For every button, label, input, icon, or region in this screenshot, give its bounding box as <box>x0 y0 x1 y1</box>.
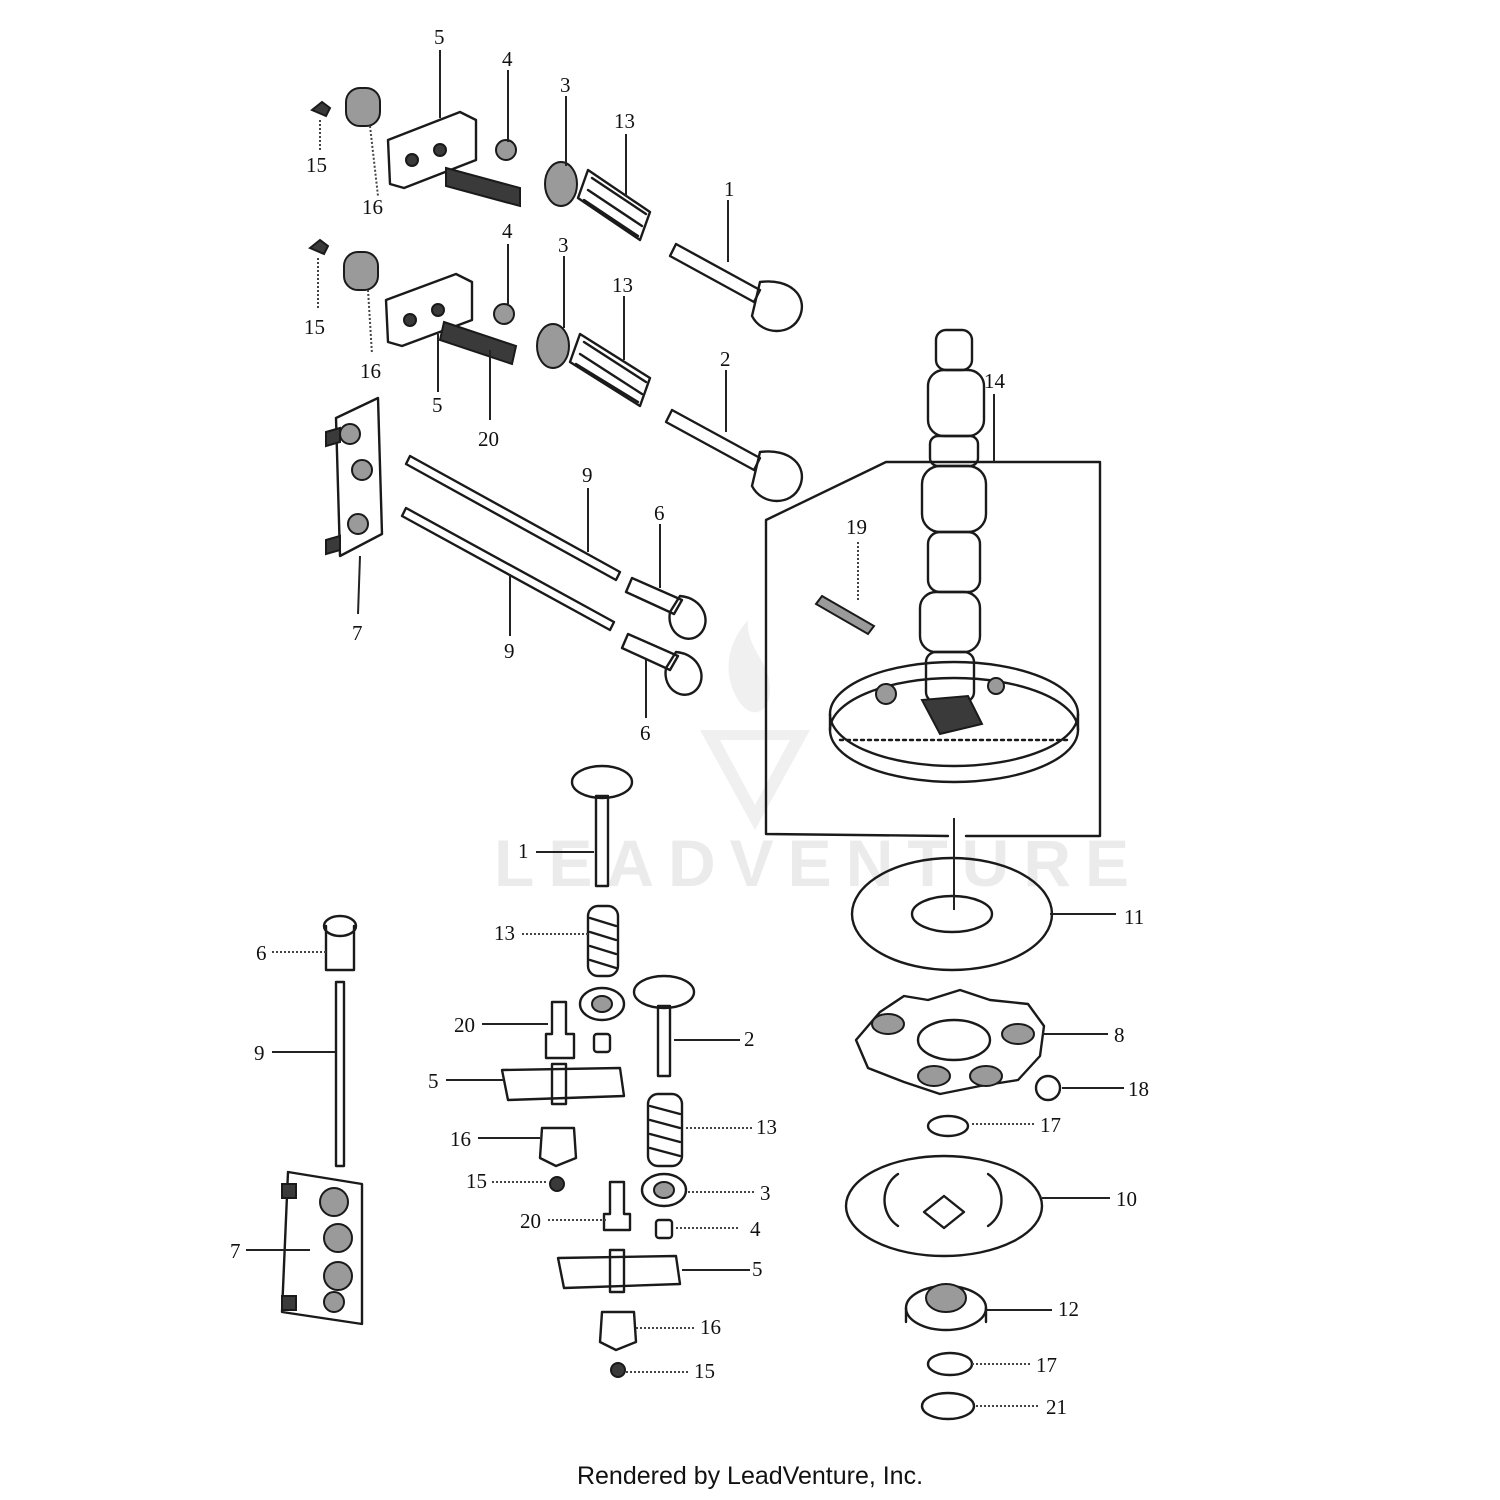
camshaft-assembly-box <box>764 328 1102 838</box>
leader-lines <box>246 50 1124 1407</box>
spring-bottom-right <box>646 1092 684 1168</box>
callout-21: 21 <box>1046 1395 1067 1419</box>
callout-3: 3 <box>560 73 571 97</box>
callout-labels: 5 4 3 13 1 15 16 4 3 13 15 16 5 20 2 14 … <box>230 25 1149 1419</box>
callout-4: 4 <box>502 219 513 243</box>
retainer-bottom-left <box>578 986 626 1022</box>
snap-ring-upper <box>926 1114 970 1138</box>
valve-bottom-right <box>632 974 696 1078</box>
tappets-top <box>620 576 707 696</box>
callout-9: 9 <box>504 639 515 663</box>
callout-14: 14 <box>984 369 1006 393</box>
adjusting-screw-lower <box>602 1180 632 1232</box>
callout-5: 5 <box>434 25 445 49</box>
callout-2: 2 <box>744 1027 755 1051</box>
callout-20: 20 <box>478 427 499 451</box>
callout-1: 1 <box>518 839 529 863</box>
adjusting-screw-upper <box>544 1000 576 1060</box>
callout-6: 6 <box>256 941 267 965</box>
callout-12: 12 <box>1058 1297 1079 1321</box>
callout-15: 15 <box>306 153 327 177</box>
rocker-arm-lower <box>556 1248 682 1294</box>
top-rocker-assembly-1 <box>310 87 803 333</box>
callout-15: 15 <box>466 1169 487 1193</box>
callout-20: 20 <box>454 1013 475 1037</box>
callout-3: 3 <box>558 233 569 257</box>
retainer-bottom-right <box>640 1172 688 1208</box>
pivot-lower <box>598 1310 638 1352</box>
callout-7: 7 <box>230 1239 241 1263</box>
callout-16: 16 <box>700 1315 721 1339</box>
callout-5: 5 <box>752 1257 763 1281</box>
rocker-bracket-top <box>325 396 384 558</box>
governor-cup-plate <box>844 1154 1044 1258</box>
callout-17: 17 <box>1036 1353 1057 1377</box>
callout-13: 13 <box>494 921 515 945</box>
callout-20: 20 <box>520 1209 541 1233</box>
callout-11: 11 <box>1124 905 1144 929</box>
callout-13: 13 <box>612 273 633 297</box>
rocker-bracket-bottom <box>280 1170 364 1326</box>
lock-washer <box>920 1391 976 1421</box>
callout-15: 15 <box>304 315 325 339</box>
callout-4: 4 <box>750 1217 761 1241</box>
callout-16: 16 <box>450 1127 471 1151</box>
callout-16: 16 <box>362 195 383 219</box>
callout-5: 5 <box>428 1069 439 1093</box>
tappet-bottom <box>322 914 358 972</box>
callout-19: 19 <box>846 515 867 539</box>
valve-bottom-left <box>570 764 634 888</box>
spring-bottom-left <box>586 904 620 978</box>
callout-13: 13 <box>756 1115 777 1139</box>
callout-3: 3 <box>760 1181 771 1205</box>
governor-flyweight-plate <box>854 988 1046 1096</box>
push-rod-bottom <box>334 980 346 1168</box>
callout-8: 8 <box>1114 1023 1125 1047</box>
push-rods-top <box>400 454 622 632</box>
callout-15: 15 <box>694 1359 715 1383</box>
callout-1: 1 <box>724 177 735 201</box>
callout-7: 7 <box>352 621 363 645</box>
callout-13: 13 <box>614 109 635 133</box>
callout-9: 9 <box>582 463 593 487</box>
callout-17: 17 <box>1040 1113 1061 1137</box>
callout-9: 9 <box>254 1041 265 1065</box>
callout-6: 6 <box>640 721 651 745</box>
callout-16: 16 <box>360 359 381 383</box>
small-nut-upper <box>592 1032 612 1054</box>
leadventure-watermark: LEADVENTURE <box>494 620 1143 900</box>
callout-2: 2 <box>720 347 731 371</box>
callout-10: 10 <box>1116 1187 1137 1211</box>
callout-5: 5 <box>432 393 443 417</box>
nut-upper <box>549 1176 565 1192</box>
rocker-arm-upper <box>500 1062 626 1106</box>
small-ball <box>1034 1074 1062 1102</box>
governor-gear <box>904 1283 988 1332</box>
callout-18: 18 <box>1128 1077 1149 1101</box>
footer-credit: Rendered by LeadVenture, Inc. <box>576 1462 924 1490</box>
callout-6: 6 <box>654 501 665 525</box>
small-nut-lower <box>654 1218 674 1240</box>
callout-4: 4 <box>502 47 513 71</box>
top-rocker-assembly-2 <box>308 238 803 503</box>
nut-lower <box>610 1362 626 1378</box>
pivot-upper <box>538 1126 578 1168</box>
watermark-text: LEADVENTURE <box>494 826 1143 900</box>
snap-ring-lower <box>926 1351 974 1377</box>
